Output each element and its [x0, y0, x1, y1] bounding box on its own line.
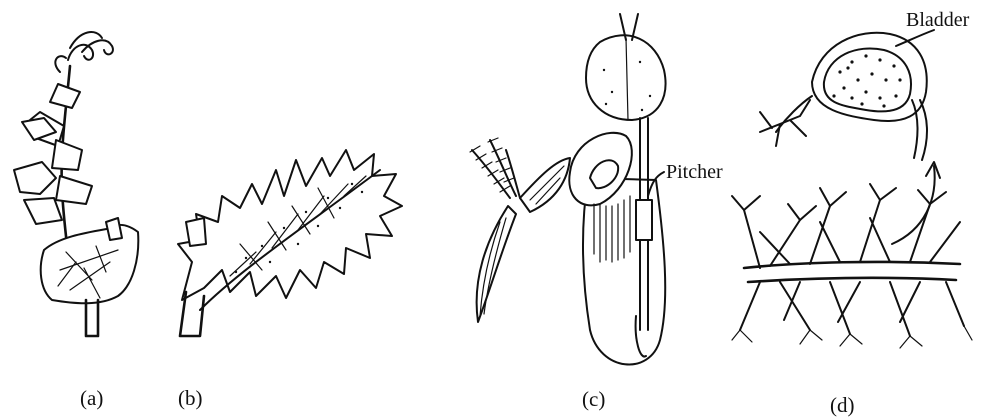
bladder-label-group: Bladder: [896, 9, 970, 46]
pitcher-label-group: Pitcher: [648, 161, 723, 196]
panel-a-drawing: [14, 32, 138, 336]
pitcher-label: Pitcher: [666, 161, 723, 183]
bladder-label: Bladder: [906, 9, 970, 31]
caption-a: (a): [80, 386, 103, 410]
caption-d: (d): [830, 393, 855, 417]
panel-c-drawing: [470, 14, 666, 364]
panel-b-drawing: [178, 150, 402, 336]
panel-d-drawing: [732, 33, 972, 348]
caption-b: (b): [178, 386, 203, 410]
caption-c: (c): [582, 387, 605, 411]
